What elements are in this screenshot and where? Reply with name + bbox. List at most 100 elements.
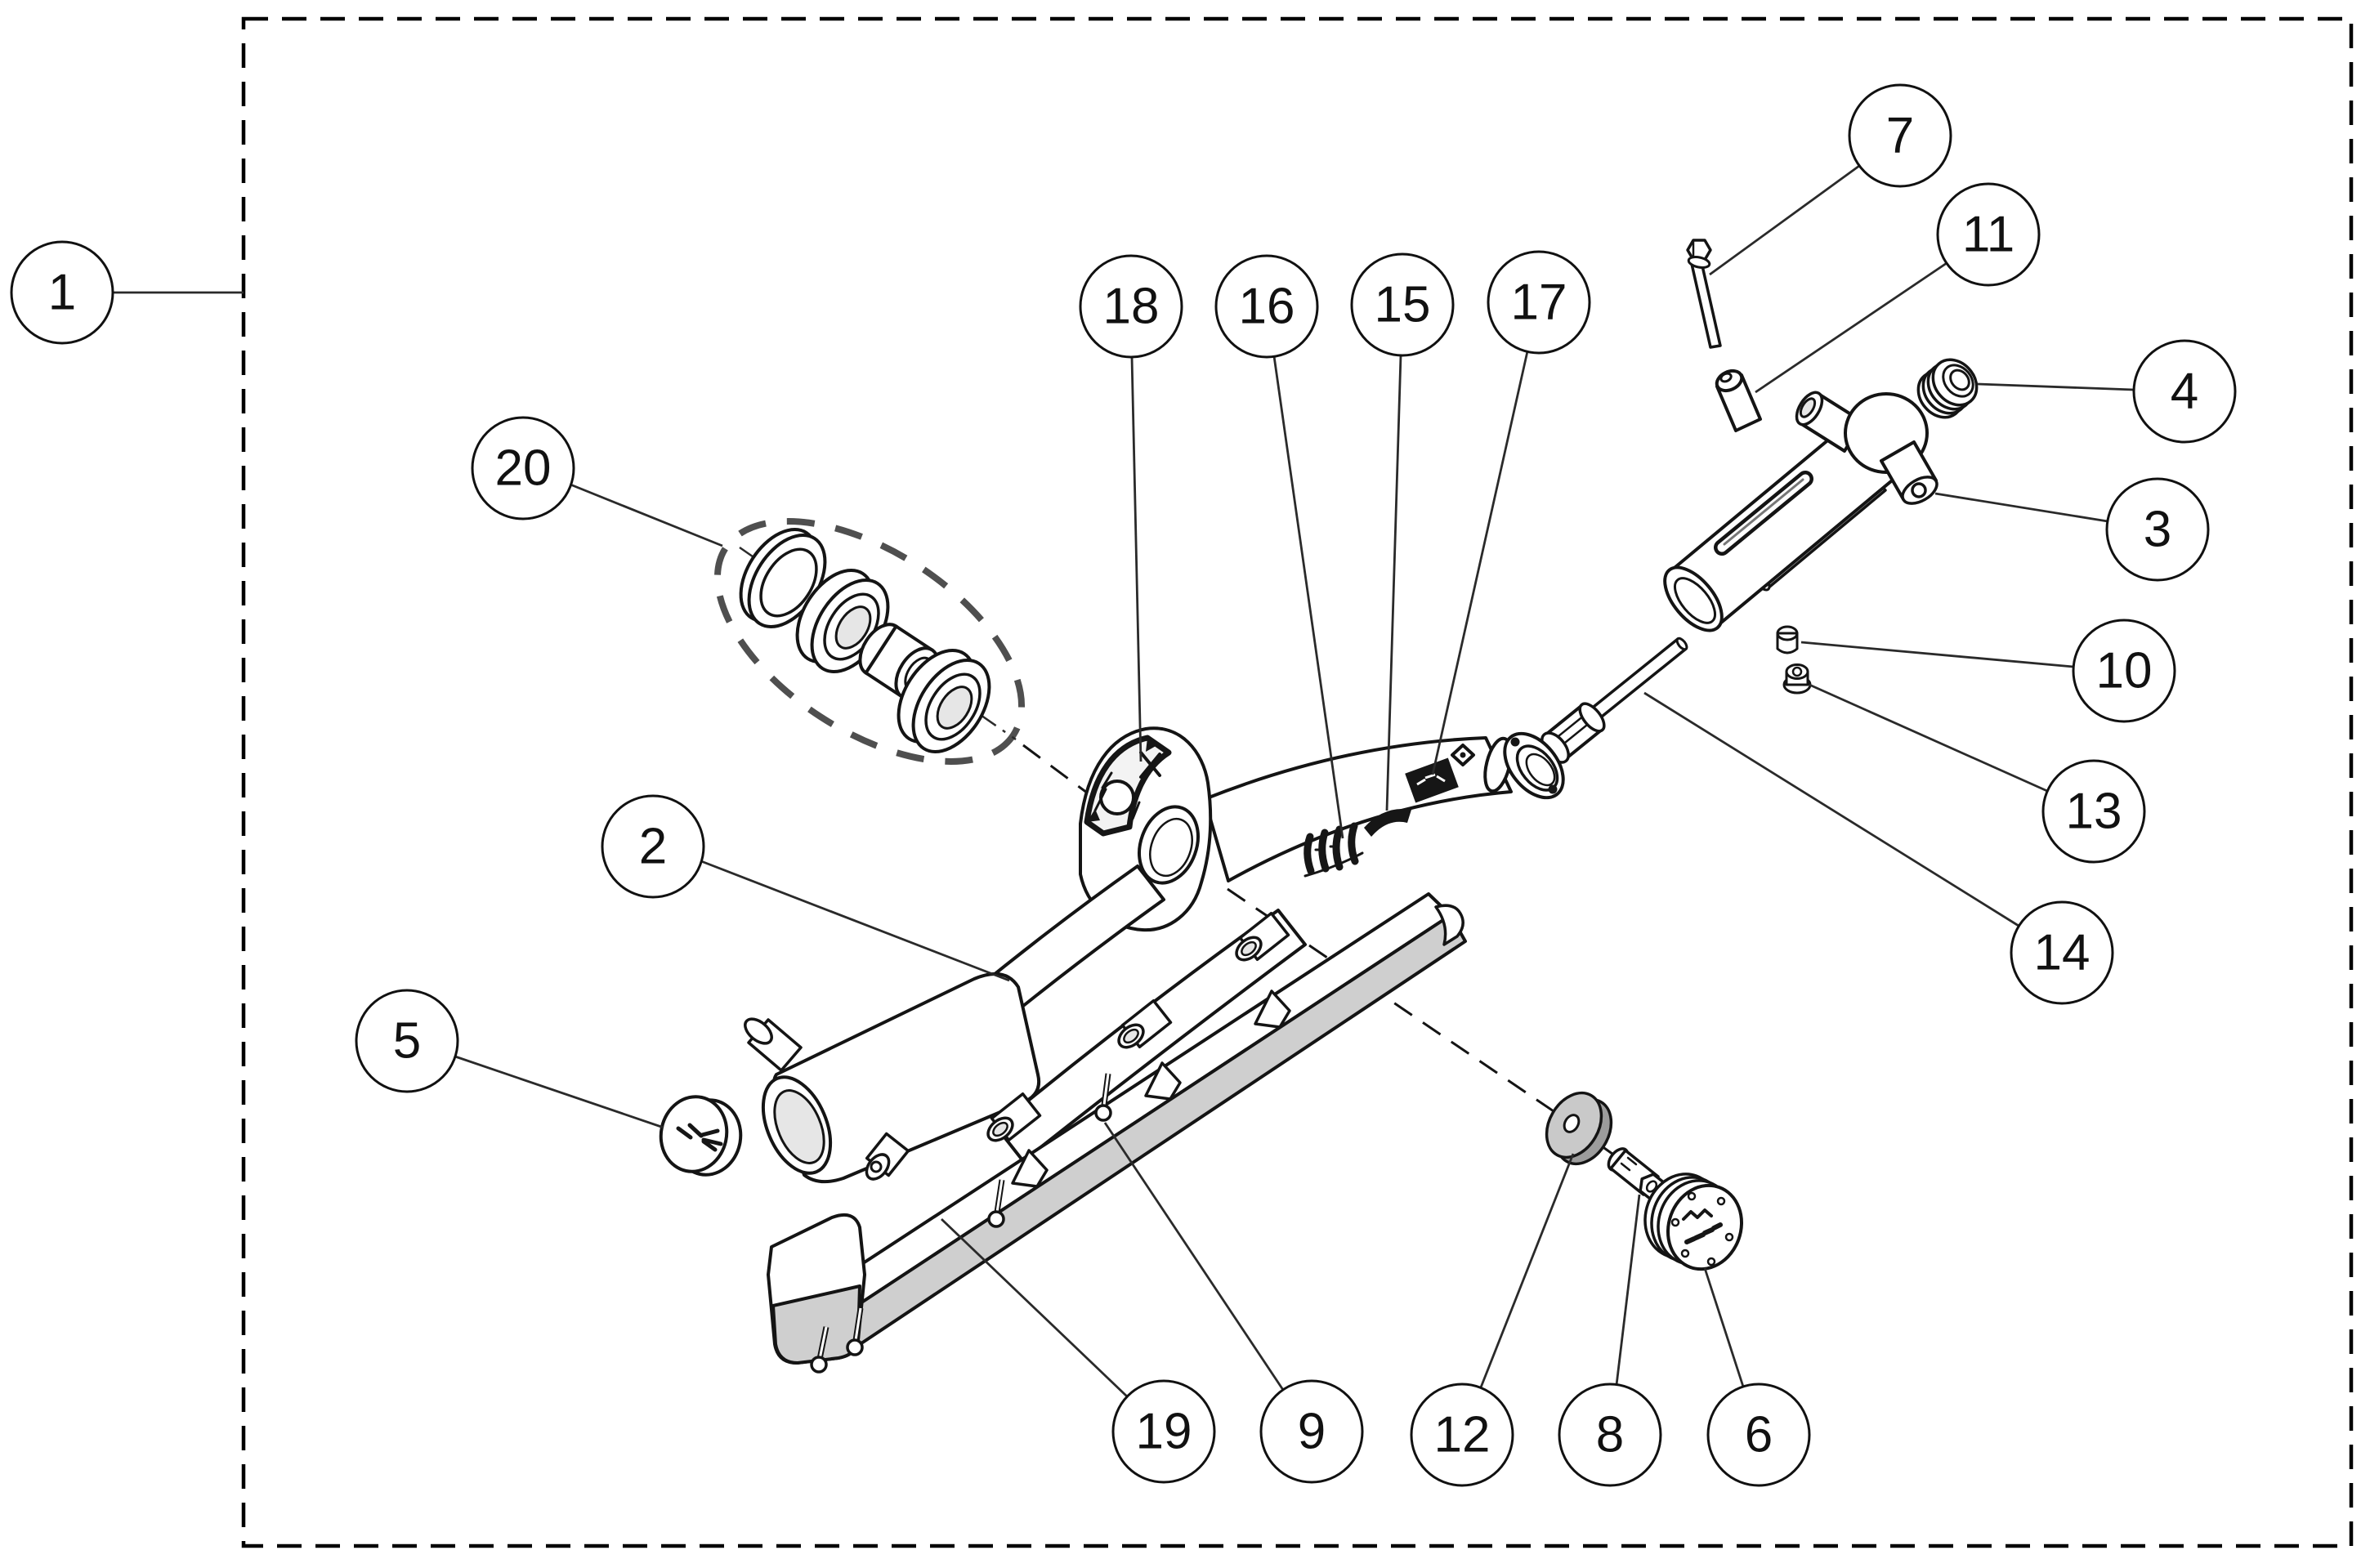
callout-number-19: 19 bbox=[1136, 1404, 1192, 1460]
leader-line-19 bbox=[941, 1217, 1128, 1398]
cap-logo bbox=[1682, 1208, 1723, 1244]
mount-boss bbox=[865, 1132, 910, 1181]
callout-number-6: 6 bbox=[1745, 1407, 1773, 1463]
flanged-nut bbox=[1782, 663, 1812, 695]
screw bbox=[1094, 1073, 1112, 1122]
callout-2: 2 bbox=[601, 794, 1010, 982]
callout-number-20: 20 bbox=[495, 440, 552, 497]
frame-emblem bbox=[1084, 735, 1172, 837]
leader-line-4 bbox=[1977, 382, 2135, 391]
callout-bubble-6 bbox=[1706, 1383, 1811, 1487]
callout-bubble-7 bbox=[1848, 83, 1952, 188]
grommet-seal bbox=[1916, 358, 1979, 419]
leader-line-2 bbox=[700, 860, 1010, 982]
leader-line-5 bbox=[454, 1055, 664, 1129]
callout-number-16: 16 bbox=[1239, 279, 1295, 335]
leader-line-16 bbox=[1272, 355, 1344, 839]
bearing-rear bbox=[897, 649, 991, 753]
callout-1: 1 bbox=[10, 240, 244, 345]
bearing-front bbox=[795, 569, 890, 673]
frame-ring-opening bbox=[1138, 805, 1200, 885]
frame-bend-patch bbox=[1364, 808, 1411, 837]
callout-bubble-9 bbox=[1259, 1379, 1364, 1484]
callout-5: 5 bbox=[355, 989, 664, 1129]
callout-bubble-12 bbox=[1410, 1383, 1514, 1487]
bearing-kit-group-ellipse bbox=[713, 518, 1026, 765]
small-nut bbox=[1776, 625, 1799, 654]
pivot-cap bbox=[1643, 1173, 1744, 1271]
callout-bubble-3 bbox=[2105, 477, 2210, 582]
bearing-kit bbox=[739, 528, 1017, 753]
callout-10: 10 bbox=[1800, 619, 2176, 723]
housing-boss-hole bbox=[1911, 482, 1927, 498]
callout-bubble-16 bbox=[1214, 254, 1319, 359]
frame-diamond-mark bbox=[1451, 744, 1475, 766]
leader-line-17 bbox=[1431, 351, 1529, 775]
callout-bubble-11 bbox=[1936, 182, 2041, 287]
cap-rim-holes bbox=[1670, 1191, 1734, 1266]
leader-line-14 bbox=[1643, 691, 2019, 927]
leader-line-9 bbox=[1103, 1122, 1285, 1391]
leader-line-3 bbox=[1934, 492, 2108, 523]
plate-screws bbox=[810, 1073, 1112, 1374]
callout-number-4: 4 bbox=[2171, 364, 2198, 420]
callout-number-3: 3 bbox=[2144, 502, 2171, 558]
leader-line-6 bbox=[1703, 1267, 1745, 1387]
callout-bubble-8 bbox=[1558, 1383, 1662, 1487]
callout-18: 18 bbox=[1079, 254, 1183, 762]
callout-number-15: 15 bbox=[1375, 277, 1431, 333]
leader-line-11 bbox=[1755, 261, 1947, 394]
callout-12: 12 bbox=[1410, 1153, 1575, 1487]
callout-bubble-10 bbox=[2072, 619, 2176, 723]
leader-line-20 bbox=[570, 483, 723, 547]
leader-line-12 bbox=[1479, 1153, 1575, 1388]
callout-14: 14 bbox=[1643, 691, 2114, 1005]
leader-line-13 bbox=[1809, 683, 2048, 793]
callout-number-8: 8 bbox=[1596, 1407, 1624, 1463]
mount-boss bbox=[744, 1017, 803, 1072]
frame-plug bbox=[659, 1095, 743, 1177]
callout-number-11: 11 bbox=[1962, 207, 2014, 263]
callout-number-7: 7 bbox=[1886, 108, 1914, 164]
callout-bubble-17 bbox=[1487, 250, 1591, 355]
pivot-rod bbox=[1503, 637, 1688, 800]
callout-bubble-5 bbox=[355, 989, 459, 1093]
leader-line-15 bbox=[1385, 355, 1402, 811]
screw bbox=[810, 1326, 830, 1374]
frame-logo-band bbox=[1304, 822, 1364, 878]
callout-number-12: 12 bbox=[1434, 1407, 1491, 1463]
screw bbox=[987, 1179, 1005, 1228]
leader-line-7 bbox=[1709, 164, 1860, 276]
callout-number-5: 5 bbox=[393, 1013, 421, 1070]
callout-19: 19 bbox=[941, 1217, 1216, 1484]
callout-number-9: 9 bbox=[1298, 1404, 1326, 1460]
frame-logo-patch bbox=[1405, 757, 1459, 803]
callout-9: 9 bbox=[1103, 1122, 1364, 1484]
callout-number-1: 1 bbox=[48, 265, 76, 321]
skid-plate bbox=[767, 892, 1467, 1365]
callout-6: 6 bbox=[1703, 1267, 1811, 1487]
callout-bubble-20 bbox=[471, 416, 575, 520]
callout-11: 11 bbox=[1755, 182, 2041, 394]
callout-bubble-4 bbox=[2132, 339, 2237, 444]
callout-number-18: 18 bbox=[1103, 279, 1160, 335]
callout-16: 16 bbox=[1214, 254, 1344, 839]
callout-bubble-18 bbox=[1079, 254, 1183, 359]
leader-line-18 bbox=[1130, 356, 1143, 762]
callout-20: 20 bbox=[471, 416, 723, 547]
leader-line-10 bbox=[1800, 641, 2074, 668]
long-bolt bbox=[1686, 239, 1722, 349]
pivot-axle-housing bbox=[1663, 391, 1938, 632]
callout-bubble-1 bbox=[10, 240, 114, 345]
callout-number-17: 17 bbox=[1511, 275, 1567, 331]
pivot-cap-bolt bbox=[1607, 1147, 1665, 1200]
callout-3: 3 bbox=[1934, 477, 2210, 582]
pivot-washer bbox=[1545, 1091, 1613, 1166]
barrel-pin bbox=[1715, 369, 1762, 432]
callout-7: 7 bbox=[1709, 83, 1952, 276]
callout-4: 4 bbox=[1977, 339, 2237, 444]
mount-boss bbox=[1235, 911, 1290, 962]
